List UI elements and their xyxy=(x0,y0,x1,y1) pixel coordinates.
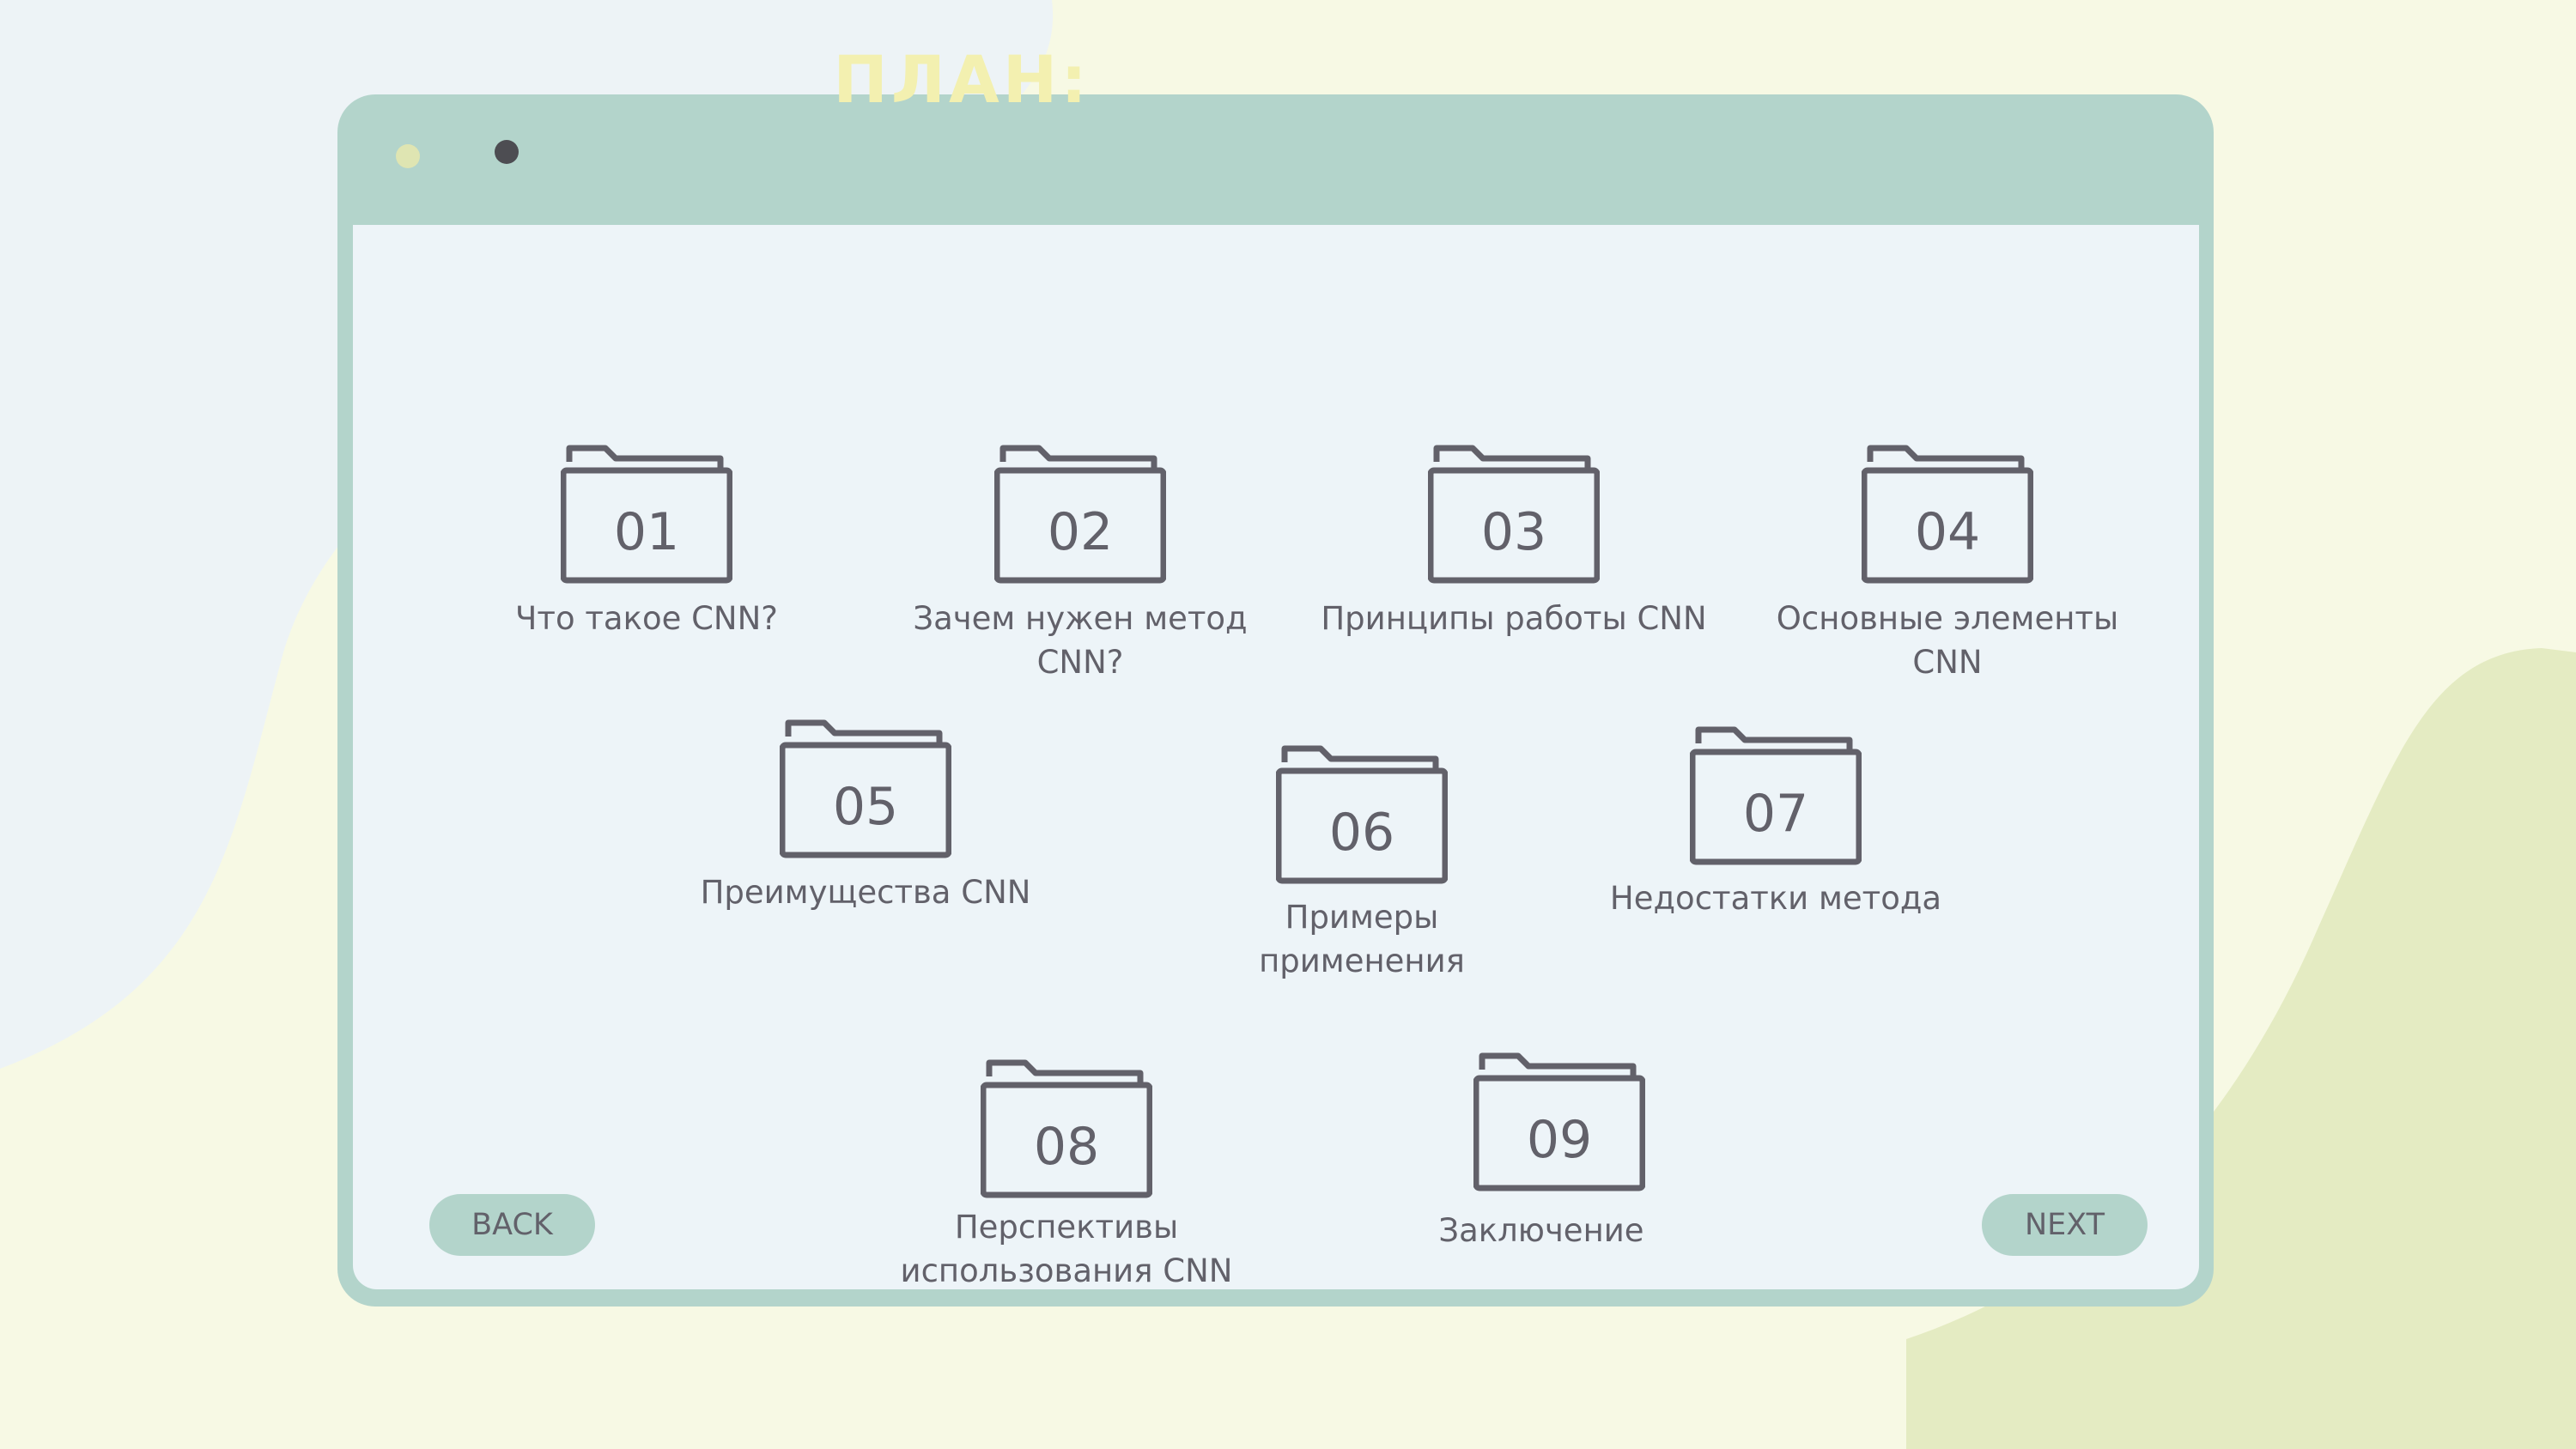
folder-icon xyxy=(561,445,732,584)
folder-label: Зачем нужен метод CNN? xyxy=(913,600,1248,681)
folder-item-03[interactable]: 03 xyxy=(1428,438,1600,584)
folder-icon xyxy=(780,719,951,858)
window-dot-dark xyxy=(495,140,519,164)
folder-number: 05 xyxy=(832,777,899,837)
folder-label: Преимущества CNN xyxy=(700,874,1031,911)
folder-number: 06 xyxy=(1328,803,1395,863)
folder-icon xyxy=(981,1059,1152,1198)
folder-item-05[interactable]: 05 xyxy=(780,712,951,858)
folder-number: 08 xyxy=(1033,1117,1100,1177)
folder-item-08[interactable]: 08 xyxy=(981,1052,1152,1198)
folder-icon xyxy=(1276,745,1448,884)
folder-label: Перспективы использования CNN xyxy=(900,1209,1233,1289)
folder-number: 03 xyxy=(1480,502,1547,562)
folder-item-04[interactable]: 04 xyxy=(1862,438,2033,584)
folder-label: Основные элементы CNN xyxy=(1776,600,2119,681)
folder-icon xyxy=(1428,445,1600,584)
folder-icon xyxy=(1690,726,1862,865)
folder-number: 07 xyxy=(1742,784,1809,844)
folder-icon xyxy=(1473,1052,1645,1191)
page-title: ПЛАН: xyxy=(833,41,1091,118)
folder-label: Принципы работы CNN xyxy=(1321,600,1707,637)
folder-label: Недостатки метода xyxy=(1609,880,1942,917)
folder-icon xyxy=(994,445,1166,584)
folder-number: 04 xyxy=(1914,502,1981,562)
folder-item-06[interactable]: 06 xyxy=(1276,738,1448,884)
folder-label: Примеры применения xyxy=(1259,899,1465,979)
window-dot-light xyxy=(396,144,420,168)
folder-item-02[interactable]: 02 xyxy=(994,438,1166,584)
folder-label: Заключение xyxy=(1438,1212,1644,1249)
folder-item-09[interactable]: 09 xyxy=(1473,1046,1645,1191)
folder-icon xyxy=(1862,445,2033,584)
folder-number: 09 xyxy=(1526,1110,1593,1170)
folder-item-07[interactable]: 07 xyxy=(1690,719,1862,865)
folder-number: 01 xyxy=(613,502,680,562)
next-button[interactable]: NEXT xyxy=(1982,1194,2148,1256)
folder-label: Что такое CNN? xyxy=(515,600,778,637)
folder-number: 02 xyxy=(1047,502,1114,562)
back-button[interactable]: BACK xyxy=(429,1194,595,1256)
plan-window-content xyxy=(353,225,2199,1289)
folder-item-01[interactable]: 01 xyxy=(561,438,732,584)
